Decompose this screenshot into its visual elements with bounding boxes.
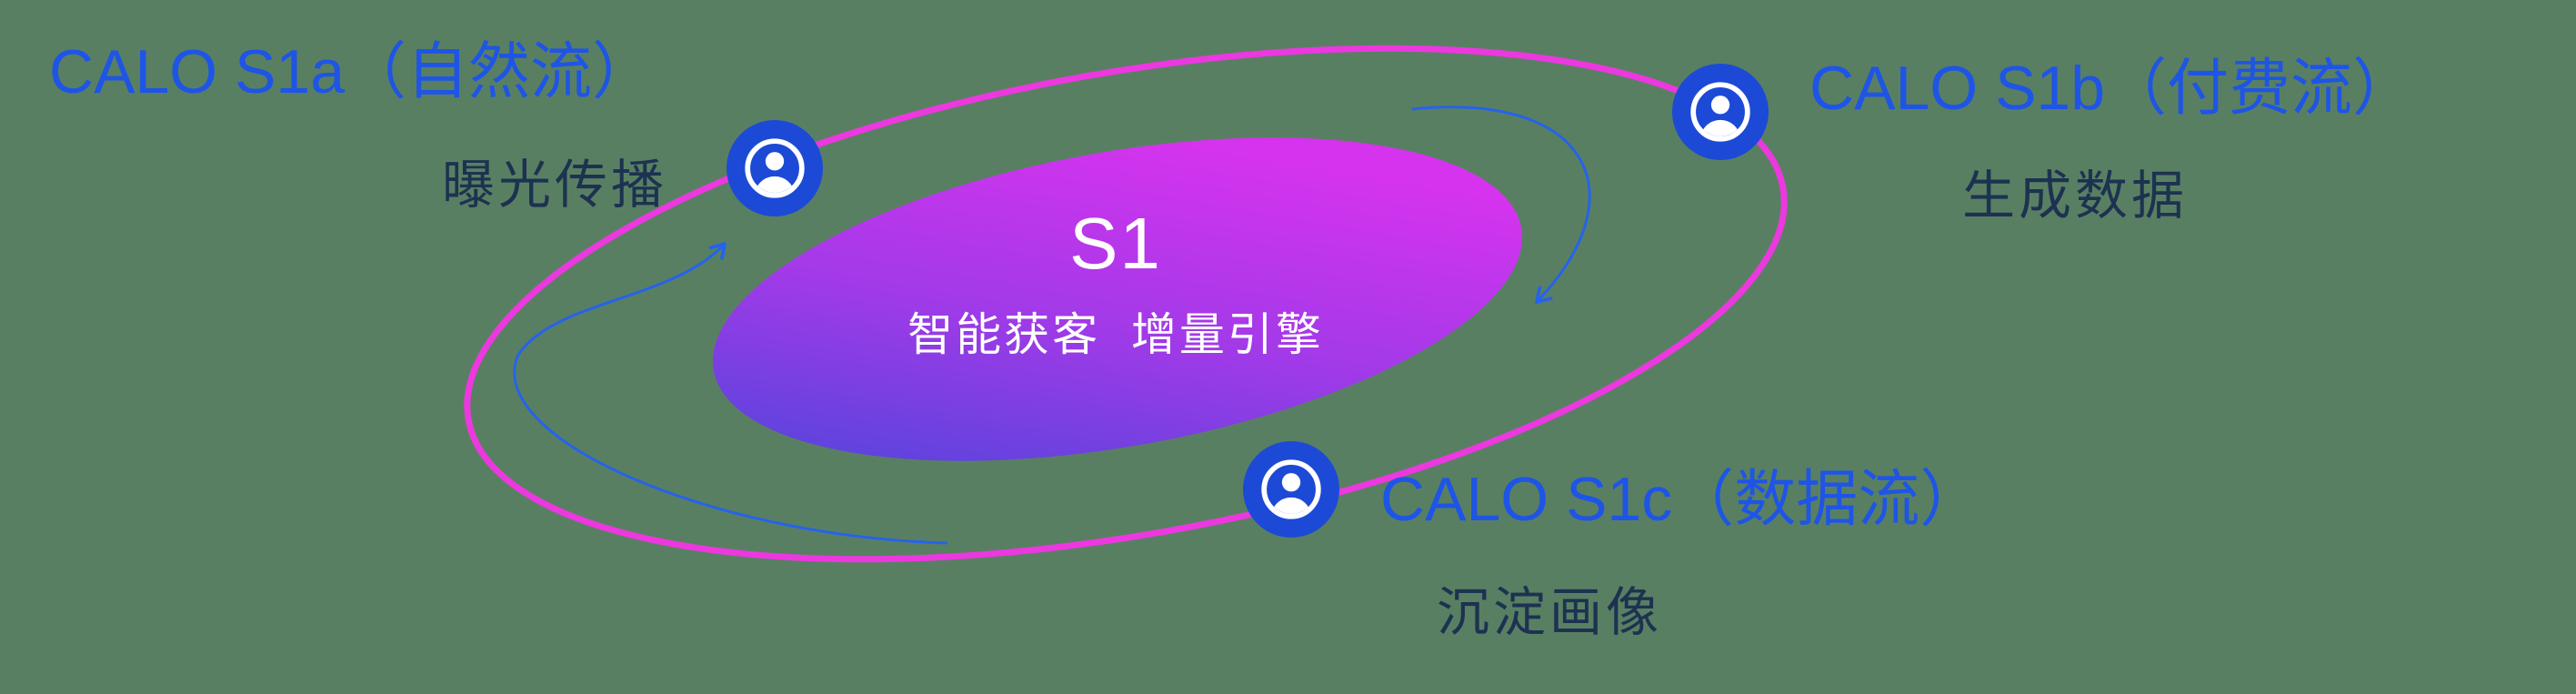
node-title-s1b: CALO S1b（付费流） — [1809, 54, 2415, 123]
node-title-s1c: CALO S1c（数据流） — [1380, 465, 1982, 534]
person-badge-s1a — [727, 120, 823, 216]
person-badge-s1c — [1243, 441, 1339, 538]
node-subtitle-s1b: 生成数据 — [1962, 166, 2189, 226]
flow-arrow-left — [513, 242, 948, 545]
person-badge-icon — [727, 120, 823, 216]
flow-arrow-right — [1411, 106, 1591, 304]
core-ellipse — [712, 137, 1523, 461]
person-badge-icon — [1672, 64, 1769, 160]
orbit-ellipse — [464, 45, 1788, 563]
node-subtitle-s1c: 沉淀画像 — [1437, 583, 1663, 642]
node-subtitle-s1a: 曝光传播 — [442, 156, 668, 215]
node-title-s1a: CALO S1a（自然流） — [49, 37, 655, 106]
core-title: S1 — [1069, 203, 1162, 284]
core-label-group: S1 智能获客 增量引擎 — [829, 202, 1402, 364]
person-badge-icon — [1243, 441, 1339, 538]
person-badge-s1b — [1672, 64, 1769, 160]
core-subtitle: 智能获客 增量引擎 — [907, 309, 1324, 360]
